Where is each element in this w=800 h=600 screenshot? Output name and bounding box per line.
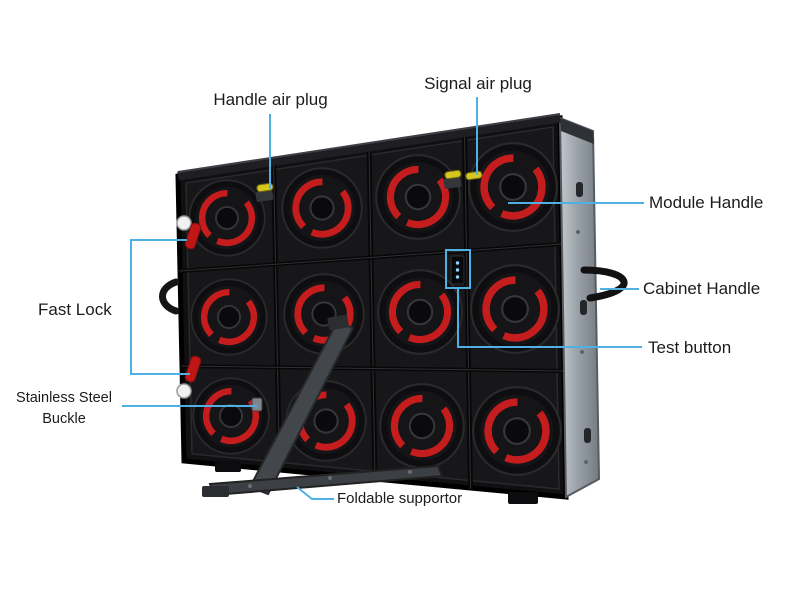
module <box>282 168 362 248</box>
label-fast-lock: Fast Lock <box>38 300 112 319</box>
module <box>284 274 364 354</box>
module <box>193 378 268 453</box>
panel-seams <box>178 130 566 491</box>
cabinet-handle-part <box>580 266 628 302</box>
fast-lock-top <box>184 222 202 250</box>
foldable-supportor-part <box>202 314 444 497</box>
test-button-part <box>450 255 465 285</box>
fast-lock-bottom <box>184 355 202 383</box>
label-foldable-supportor: Foldable supportor <box>337 490 463 507</box>
stainless-steel-buckle-part <box>251 397 263 412</box>
foldable-supportor-line <box>296 486 334 500</box>
cabinet-feet <box>215 461 538 504</box>
air-plugs <box>255 169 483 202</box>
left-handle <box>159 278 180 315</box>
label-module-handle: Module Handle <box>649 193 764 212</box>
label-handle-air-plug: Handle air plug <box>213 90 328 109</box>
module <box>191 279 266 354</box>
label-signal-air-plug: Signal air plug <box>424 74 532 93</box>
top-rail <box>177 113 561 181</box>
label-stainless-line1: Stainless Steel <box>16 390 112 406</box>
label-test-button: Test button <box>648 338 732 357</box>
module <box>189 180 264 255</box>
handle-air-plug-part <box>256 182 274 193</box>
module <box>471 265 559 353</box>
fast-locks <box>176 215 263 412</box>
label-stainless-line2: Buckle <box>42 411 86 427</box>
test-button-line <box>457 288 642 348</box>
module <box>378 270 462 354</box>
handles <box>159 266 628 315</box>
module <box>473 387 561 475</box>
signal-air-plug-part <box>444 169 462 180</box>
annotation-lines <box>122 97 644 500</box>
module <box>380 384 464 468</box>
label-cabinet-handle: Cabinet Handle <box>643 279 761 298</box>
module <box>469 143 557 231</box>
fast-lock-bracket <box>130 239 190 375</box>
side-panel <box>558 116 601 499</box>
module <box>376 155 460 239</box>
label-stainless-steel-buckle: Stainless Steel Buckle <box>6 388 122 430</box>
